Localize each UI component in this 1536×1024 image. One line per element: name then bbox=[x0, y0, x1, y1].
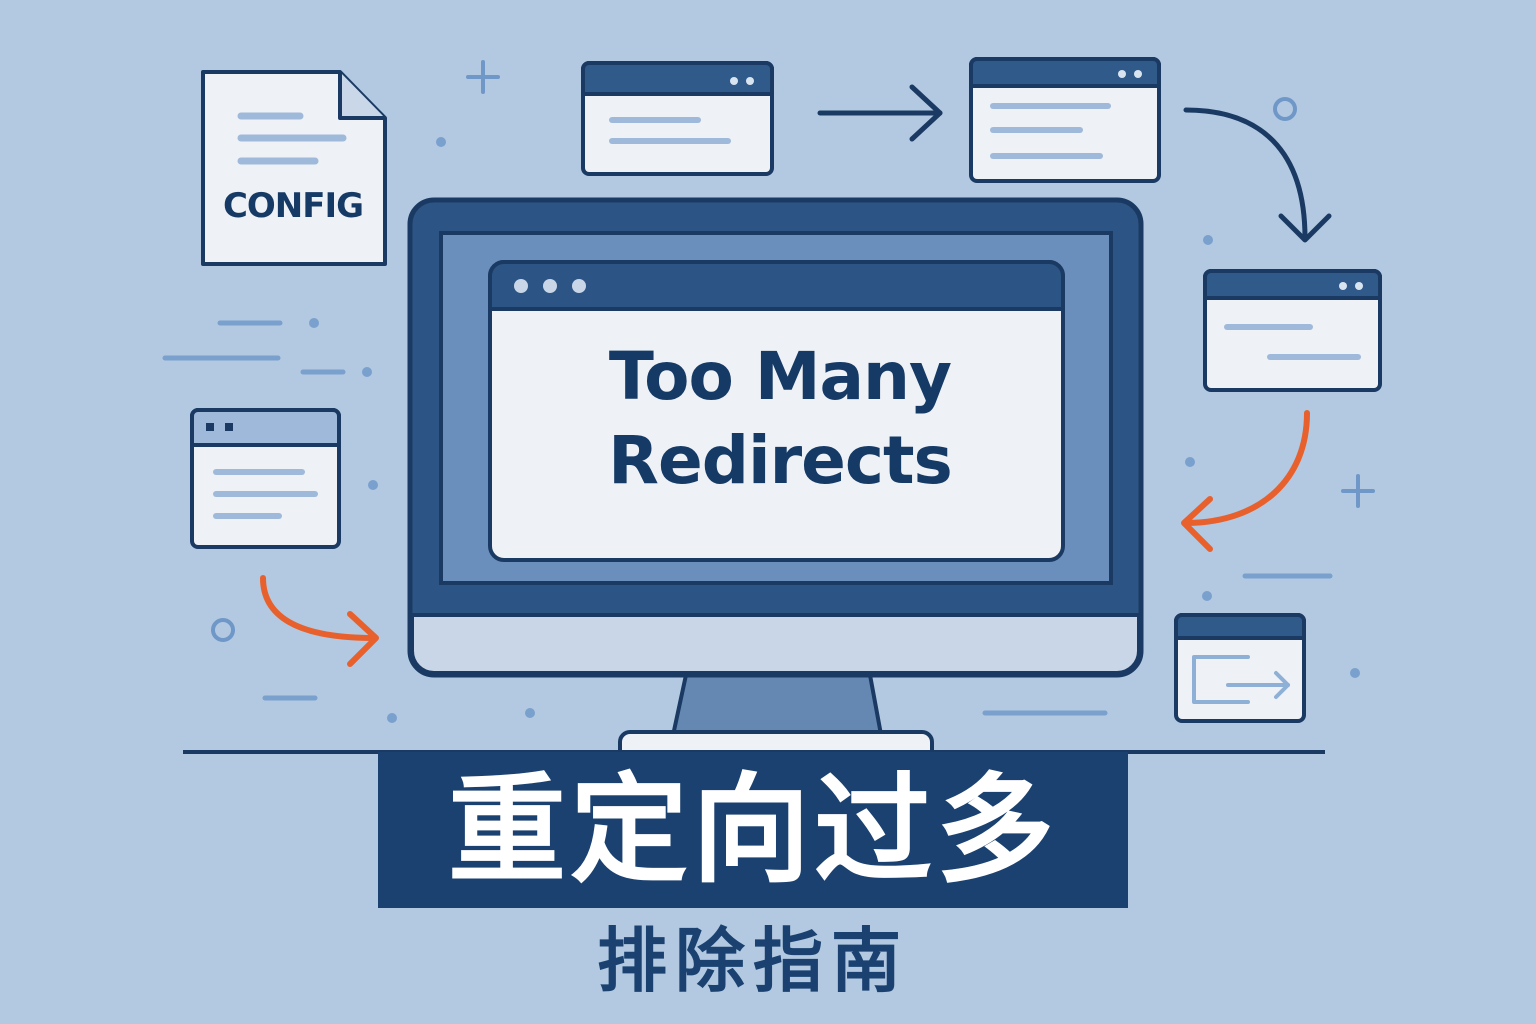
arrow-right-icon bbox=[817, 84, 943, 142]
curved-arrow-icon bbox=[1181, 410, 1310, 552]
redirect-exit-icon bbox=[1174, 613, 1306, 723]
browser-window-icon bbox=[1203, 269, 1382, 392]
banner-subtitle: 排除指南 bbox=[597, 920, 909, 1002]
headline-line-1: Too Many bbox=[608, 338, 952, 415]
browser-window-icon bbox=[581, 61, 774, 176]
browser-window-icon bbox=[190, 408, 341, 549]
decor-plus-icon bbox=[466, 60, 1375, 508]
browser-window-icon bbox=[969, 57, 1161, 183]
decor-dots bbox=[309, 137, 1360, 723]
banner-title: 重定向过多 bbox=[447, 761, 1058, 899]
monitor bbox=[407, 197, 1144, 750]
curved-arrow-icon bbox=[260, 575, 379, 667]
decor-dashes bbox=[162, 320, 1333, 716]
curved-arrow-icon bbox=[1183, 107, 1332, 243]
decor-circle-icon bbox=[211, 97, 1297, 642]
headline-line-2: Redirects bbox=[608, 422, 953, 499]
config-file-icon bbox=[201, 70, 387, 266]
config-label: CONFIG bbox=[222, 186, 364, 226]
monitor-headline: Too Many Redirects bbox=[500, 335, 1060, 503]
title-banner bbox=[378, 752, 1128, 908]
